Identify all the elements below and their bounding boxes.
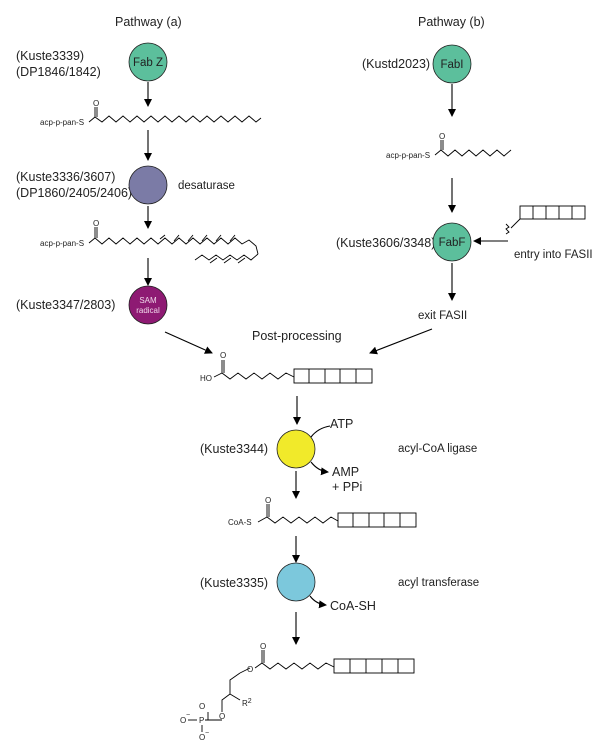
gene-kuste3344: (Kuste3344) [200,442,268,456]
ester-carbonyl-o: O [260,642,266,651]
coash-label: CoA-SH [330,599,376,613]
ladderane-fatty-acid [213,360,373,384]
acp-label-b: acp-p-pan-S [386,151,430,160]
sam-radical-circle [128,285,168,325]
sam-label: SAM [139,296,157,305]
atp-label: ATP [330,417,353,431]
atp-curve [310,425,331,438]
arrow-converge-right [369,328,433,355]
radical-label: radical [136,306,160,315]
acyl-coa-structure [257,504,417,528]
post-processing-title: Post-processing [252,329,342,343]
fabz-label: Fab Z [133,57,163,69]
ppi-label: + PPi [332,480,362,494]
phosphate-o-left: O [180,716,186,725]
ligase-circle [276,429,316,469]
gene-kuste3335: (Kuste3335) [200,576,268,590]
gene-kuste3606: (Kuste3606/3348) [336,236,435,250]
acp-label-a2: acp-p-pan-S [40,239,84,248]
desaturase-label: desaturase [178,180,235,192]
pathway-b-title: Pathway (b) [418,15,485,29]
phosphate-minus-left: − [186,712,190,719]
lipid-product-structure [205,650,415,721]
desaturase-circle [128,165,168,205]
entry-fasii-label: entry into FASII [514,249,593,261]
gene-dp1846: (DP1846/1842) [16,65,101,79]
pathway-a-title: Pathway (a) [115,15,182,29]
acylcoa-o-label: O [265,496,271,505]
phosphate-o-bottom: O [199,733,205,742]
ho-label: HO [200,374,212,383]
ligase-label: acyl-CoA ligase [398,443,477,455]
coa-label: CoA-S [228,518,252,527]
glycerol-o-label: O [219,712,225,721]
gene-kuste3347: (Kuste3347/2803) [16,298,115,312]
carbonyl-o-a2: O [93,219,99,228]
gene-kuste3339: (Kuste3339) [16,49,84,63]
gene-dp1860: (DP1860/2405/2406) [16,186,132,200]
ladderane-entry [505,205,586,235]
carbonyl-o-b: O [439,132,445,141]
fabi-label: FabI [440,59,463,71]
transferase-circle [276,562,316,602]
gene-kustd2023: (Kustd2023) [362,57,430,71]
acp-label-a1: acp-p-pan-S [40,118,84,127]
fabz-enzyme-circle [128,42,168,82]
r2-label: R2 [242,698,252,708]
carbonyl-o-a1: O [93,99,99,108]
unsaturated-chain-a2 [88,227,259,264]
exit-fasii-label: exit FASII [418,310,467,322]
ester-o-label: O [247,665,253,674]
acid-o-label: O [220,351,226,360]
phosphate-minus-bottom: − [205,730,209,737]
fabf-circle [432,222,472,262]
amp-label: AMP [332,465,359,479]
phosphorus-label: P [199,716,204,725]
saturated-chain-a1 [88,107,262,123]
transferase-label: acyl transferase [398,577,479,589]
phosphate-o-double: O [199,702,205,711]
fabi-circle [432,44,472,84]
coash-curve [309,595,327,609]
amp-curve [310,461,329,476]
short-chain-b [434,140,512,157]
fabf-label: FabF [439,237,466,249]
arrow-converge-left [164,331,213,354]
gene-kuste3336: (Kuste3336/3607) [16,170,115,184]
